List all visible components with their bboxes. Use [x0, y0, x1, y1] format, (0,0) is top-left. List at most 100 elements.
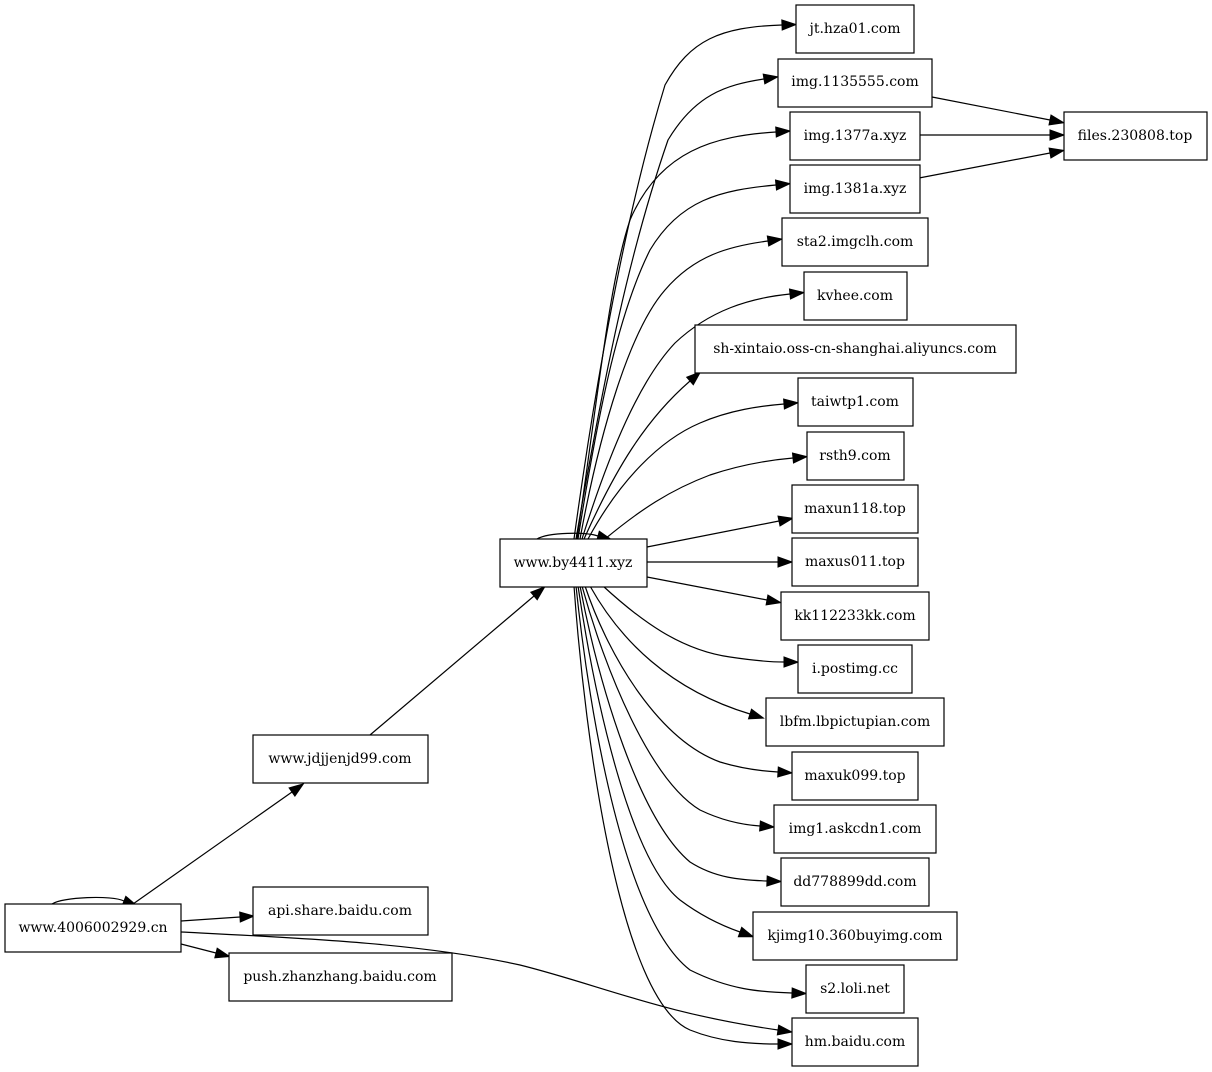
- arrowhead: [777, 515, 795, 527]
- arrowhead: [1049, 129, 1066, 141]
- node-label: maxuk099.top: [804, 768, 905, 784]
- node-s2-loli-net: s2.loli.net: [805, 964, 905, 1014]
- arrowhead: [777, 556, 794, 568]
- arrowhead: [766, 235, 784, 247]
- arrowhead: [765, 594, 783, 606]
- node-push-zhanzhang-baidu-com: push.zhanzhang.baidu.com: [228, 952, 453, 1002]
- node-label: img.1381a.xyz: [804, 181, 907, 197]
- edge-n4006-api: [180, 916, 241, 922]
- edge-by-sh: [583, 380, 691, 540]
- node-label: maxus011.top: [805, 554, 905, 570]
- node-label: kk112233kk.com: [794, 608, 915, 624]
- arrowhead: [747, 708, 765, 720]
- edge-by-img1381: [577, 184, 777, 540]
- edge-by-ipost: [602, 585, 785, 663]
- edge-by-lbfm: [589, 585, 751, 715]
- edge-n4006-jdj: [132, 791, 293, 905]
- node-sta2-imgclh-com: sta2.imgclh.com: [781, 217, 929, 267]
- arrowhead: [737, 926, 755, 938]
- node-www-jdjjenjd99-com: www.jdjjenjd99.com: [252, 734, 429, 784]
- node-img-1377a-xyz: img.1377a.xyz: [789, 111, 921, 161]
- arrowhead: [777, 766, 794, 778]
- node-label: hm.baidu.com: [805, 1034, 906, 1050]
- arrowhead: [783, 656, 800, 668]
- node-maxuk099-top: maxuk099.top: [791, 751, 919, 801]
- edge-by-dd: [579, 585, 768, 882]
- arrowhead: [529, 585, 546, 601]
- arrowhead: [288, 783, 305, 797]
- node-label: www.4006002929.cn: [18, 920, 167, 936]
- arrowhead: [776, 1024, 794, 1036]
- node-label: kvhee.com: [817, 288, 893, 304]
- arrowhead: [766, 875, 783, 887]
- edge-by-img113: [575, 78, 765, 540]
- node-rsth9-com: rsth9.com: [806, 431, 905, 481]
- edge-by-s2: [575, 585, 793, 994]
- node-label: dd778899dd.com: [793, 874, 916, 890]
- arrowhead: [1048, 114, 1066, 126]
- node-label: taiwtp1.com: [811, 394, 899, 410]
- node-kk112233kk-com: kk112233kk.com: [780, 591, 930, 641]
- edge-by-maxuk: [584, 585, 779, 773]
- edge-n4006-n4006: [51, 896, 125, 905]
- edge-img1381-files: [918, 152, 1051, 179]
- node-i-postimg-cc: i.postimg.cc: [797, 644, 913, 694]
- edge-by-sta2: [579, 240, 769, 540]
- edge-by-maxun: [646, 520, 780, 548]
- edge-by-img1ask: [581, 585, 761, 827]
- node-www-4006002929-cn: www.4006002929.cn: [4, 903, 182, 953]
- node-www-by4411-xyz: www.by4411.xyz: [499, 538, 648, 588]
- node-lbfm-lbpictupian-com: lbfm.lbpictupian.com: [765, 697, 945, 747]
- arrowhead: [214, 947, 232, 959]
- arrowhead: [759, 820, 776, 832]
- node-img-1135555-com: img.1135555.com: [777, 58, 933, 108]
- node-taiwtp1-com: taiwtp1.com: [797, 377, 914, 427]
- node-kvhee-com: kvhee.com: [803, 271, 908, 321]
- edge-by-kvhee: [581, 293, 791, 540]
- arrowhead: [685, 370, 702, 386]
- node-dd778899dd-com: dd778899dd.com: [780, 857, 930, 907]
- node-label: files.230808.top: [1078, 128, 1193, 144]
- arrowhead: [791, 987, 808, 999]
- node-label: push.zhanzhang.baidu.com: [243, 969, 436, 985]
- arrowhead: [774, 179, 792, 191]
- edge-by-taiwtp: [587, 403, 785, 540]
- node-kjimg10-360buyimg-com: kjimg10.360buyimg.com: [752, 911, 958, 961]
- node-api-share-baidu-com: api.share.baidu.com: [252, 886, 429, 936]
- edge-by-kjimg: [577, 585, 741, 933]
- edge-by-hm: [573, 585, 779, 1045]
- node-label: www.jdjjenjd99.com: [268, 751, 411, 767]
- node-label: lbfm.lbpictupian.com: [780, 714, 931, 730]
- edge-layer: [51, 24, 1051, 1045]
- node-label: maxun118.top: [804, 501, 906, 517]
- node-label: kjimg10.360buyimg.com: [767, 928, 942, 944]
- arrowhead: [1048, 147, 1066, 159]
- arrowhead: [783, 398, 800, 410]
- edge-by-img1377: [576, 131, 777, 540]
- node-label: img.1377a.xyz: [804, 128, 907, 144]
- arrowhead: [791, 452, 809, 464]
- edge-by-jt: [573, 24, 783, 540]
- node-label: sta2.imgclh.com: [797, 234, 914, 250]
- edge-by-kk: [646, 576, 768, 601]
- edge-by-rsth: [604, 457, 794, 540]
- edge-n4006-push: [180, 943, 217, 954]
- node-hm-baidu-com: hm.baidu.com: [791, 1017, 919, 1067]
- arrowhead: [788, 288, 806, 300]
- edge-by-by: [536, 532, 599, 540]
- node-label: api.share.baidu.com: [268, 903, 412, 919]
- node-maxus011-top: maxus011.top: [791, 537, 919, 587]
- arrowhead: [239, 911, 256, 923]
- node-label: jt.hza01.com: [808, 21, 901, 37]
- arrowhead: [777, 1038, 794, 1050]
- node-sh-xintaio-oss-cn-shanghai-aliyuncs-com: sh-xintaio.oss-cn-shanghai.aliyuncs.com: [694, 324, 1017, 374]
- node-img1-askcdn1-com: img1.askcdn1.com: [773, 804, 937, 854]
- node-label: www.by4411.xyz: [514, 555, 633, 571]
- node-jt-hza01-com: jt.hza01.com: [795, 4, 915, 54]
- node-label: i.postimg.cc: [812, 661, 898, 677]
- arrowhead-layer: [121, 19, 1066, 1050]
- node-label: rsth9.com: [819, 448, 890, 464]
- arrowhead: [762, 73, 780, 85]
- arrowhead: [775, 126, 792, 138]
